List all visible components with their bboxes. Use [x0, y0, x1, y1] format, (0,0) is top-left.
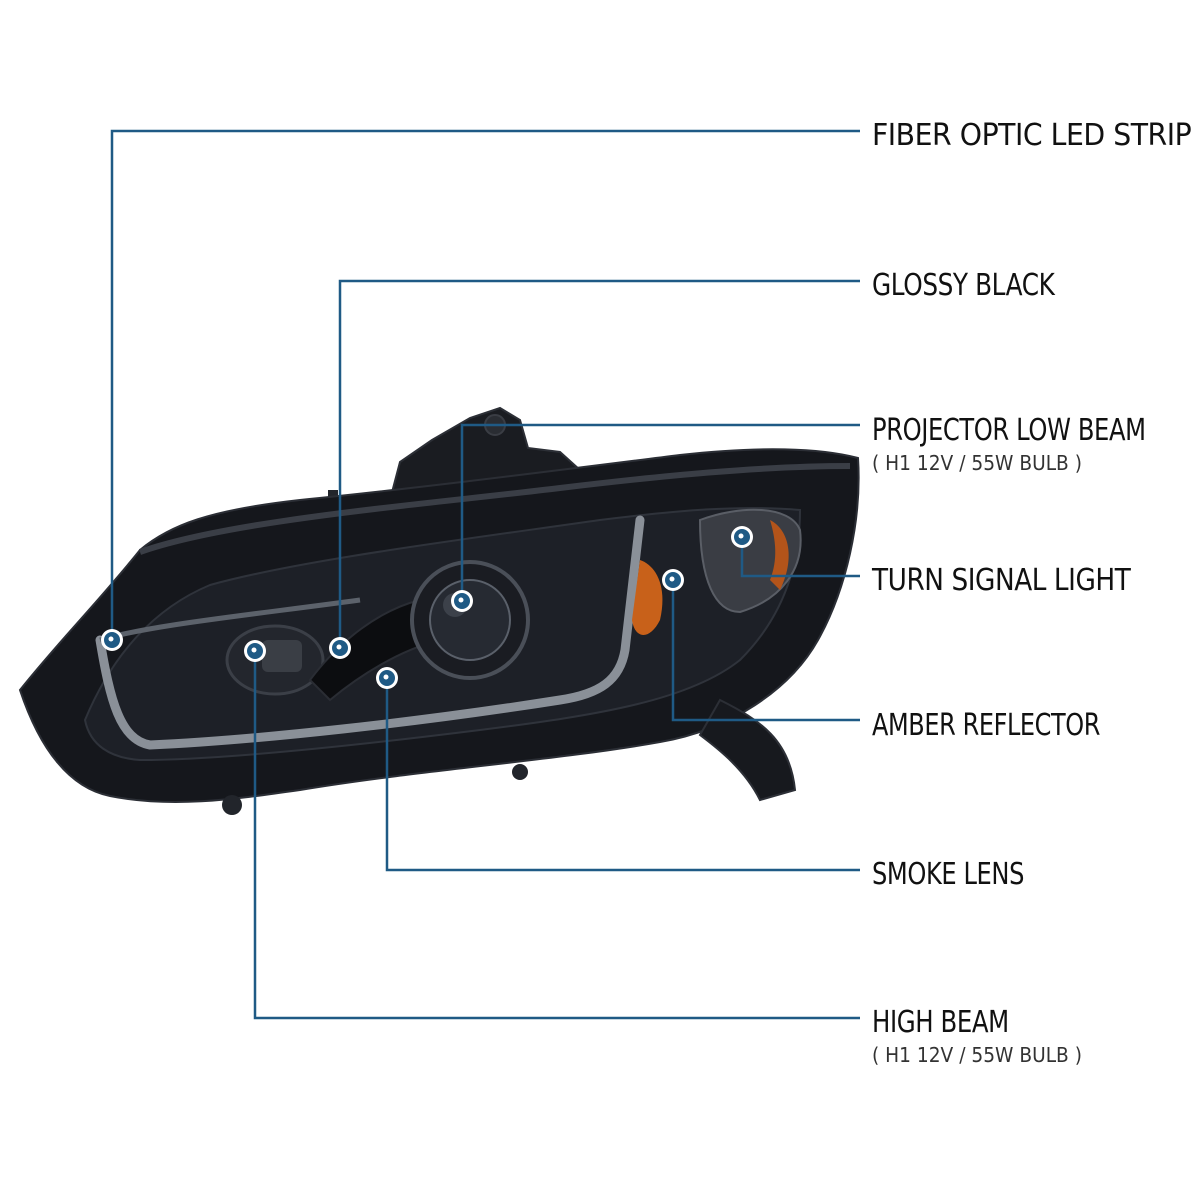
label-glossy-black: GLOSSY BLACK — [872, 268, 1056, 303]
label-fiber-optic-led-strip: FIBER OPTIC LED STRIP — [872, 118, 1192, 153]
sublabel-high-beam: ( H1 12V / 55W BULB ) — [872, 1043, 1082, 1067]
label-turn-signal-light: TURN SIGNAL LIGHT — [871, 563, 1131, 598]
label-smoke-lens: SMOKE LENS — [872, 857, 1024, 892]
marker-highlight-smoke-lens — [383, 674, 389, 680]
callout-turn-signal-light: TURN SIGNAL LIGHT — [731, 526, 1132, 598]
leader-line-fiber-optic-led-strip — [110, 129, 860, 640]
leader-line-turn-signal-light — [740, 537, 860, 578]
sublabel-projector-low-beam: ( H1 12V / 55W BULB ) — [872, 451, 1082, 475]
lower-mount-mid — [512, 764, 528, 780]
marker-highlight-amber-reflector — [669, 576, 675, 582]
callout-projector-low-beam: PROJECTOR LOW BEAM ( H1 12V / 55W BULB ) — [451, 413, 1146, 612]
callout-glossy-black: GLOSSY BLACK — [329, 268, 1056, 659]
callout-high-beam: HIGH BEAM ( H1 12V / 55W BULB ) — [244, 640, 1082, 1067]
callout-fiber-optic-led-strip: FIBER OPTIC LED STRIP — [101, 118, 1192, 651]
amber-reflector-right — [770, 520, 789, 590]
projector-lens — [429, 579, 511, 661]
housing-upper-ridge — [138, 463, 851, 555]
label-high-beam: HIGH BEAM — [872, 1005, 1009, 1040]
fiber-optic-strip-shape — [95, 515, 645, 750]
leader-line-glossy-black — [338, 279, 860, 648]
label-amber-reflector: AMBER REFLECTOR — [872, 708, 1100, 743]
callout-layer: FIBER OPTIC LED STRIP GLOSSY BLACK PROJECT… — [101, 118, 1192, 1067]
headlight-illustration — [18, 406, 860, 815]
marker-highlight-projector-low-beam — [458, 597, 464, 603]
marker-highlight-turn-signal-light — [738, 533, 744, 539]
leader-line-high-beam — [253, 651, 860, 1020]
leader-line-projector-low-beam — [460, 423, 860, 601]
marker-highlight-glossy-black — [336, 644, 342, 650]
fiber-optic-strip-upper — [99, 597, 361, 643]
high-beam-bulb-cap — [262, 640, 302, 672]
lower-connector — [698, 698, 797, 802]
lower-mount-left — [222, 795, 242, 815]
callout-amber-reflector: AMBER REFLECTOR — [662, 569, 1101, 743]
leader-line-amber-reflector — [671, 580, 860, 722]
amber-reflector-shape — [632, 560, 663, 635]
marker-highlight-fiber-optic-led-strip — [108, 636, 114, 642]
callout-smoke-lens: SMOKE LENS — [376, 667, 1025, 892]
leader-line-smoke-lens — [385, 678, 860, 872]
marker-highlight-high-beam — [251, 647, 257, 653]
label-projector-low-beam: PROJECTOR LOW BEAM — [872, 413, 1146, 448]
